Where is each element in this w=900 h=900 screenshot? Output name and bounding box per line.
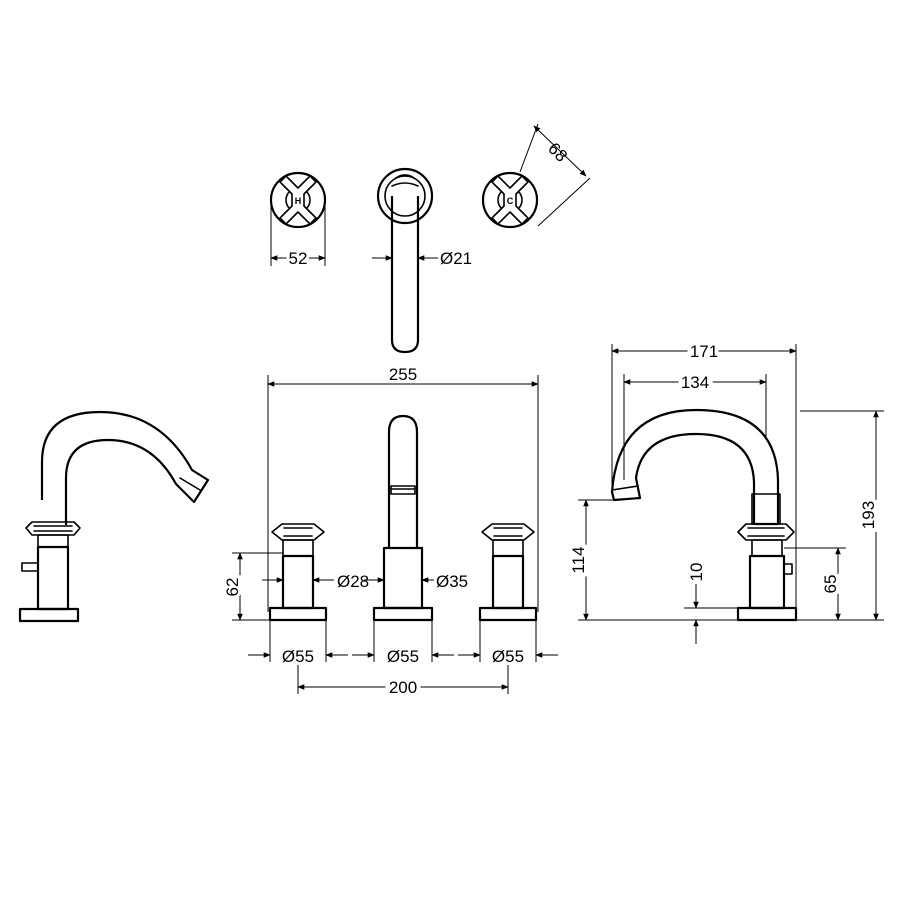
dim-62-label: 62 [223,578,242,597]
dim-cap-depth: 68 [519,123,591,227]
cold-handle-top-view: C [481,171,539,229]
dim-55-center-label: Ø55 [387,647,419,666]
dim-134-label: 134 [681,373,709,392]
dim-55-right-label: Ø55 [492,647,524,666]
spout-top-view [376,167,434,354]
dim-side-body-height: 65 [784,547,846,621]
dim-spout-body-diameter: Ø35 [364,569,471,594]
top-view: H C 52 Ø21 [269,123,591,354]
left-side-view [18,410,210,623]
dim-171-label: 171 [690,342,718,361]
dim-cap-width: 52 [270,200,326,271]
dim-68-label: 68 [544,139,571,166]
dim-255-label: 255 [389,365,417,384]
dim-193-label: 193 [859,501,878,529]
cold-letter: C [507,196,514,206]
dim-overall-spacing: 255 [267,365,539,612]
hot-handle-top-view: H [269,171,327,229]
dim-spout-height: 114 [565,499,738,621]
dim-side-width-inner: 134 [623,369,767,480]
dim-52-label: 52 [289,249,308,268]
dim-65-label: 65 [821,575,840,594]
dim-114-label: 114 [569,546,588,573]
dim-handle-body-diameter: Ø28 [262,572,369,591]
hot-handle-front [268,523,328,622]
hot-letter: H [295,196,302,206]
dim-handle-spacing: 200 [297,665,509,701]
dim-body-height: 62 [220,552,283,621]
front-view: 255 [220,365,558,701]
dim-55-left-label: Ø55 [282,647,314,666]
cold-handle-front [478,523,538,622]
dim-side-width-outer: 171 [611,338,797,608]
dim-28-label: Ø28 [337,572,369,591]
dim-21-label: Ø21 [440,249,472,268]
dim-side-height-total: 193 [796,410,884,621]
dim-10-label: 10 [687,563,706,582]
dim-spout-diameter: Ø21 [372,249,472,268]
spout-front [372,414,434,622]
dim-clearance: 10 [684,563,738,644]
dim-200-label: 200 [389,678,417,697]
right-side-view: 171 134 193 114 10 [565,338,884,644]
dim-35-label: Ø35 [436,572,468,591]
dim-base-diameters: Ø55 Ø55 Ø55 [248,620,558,666]
